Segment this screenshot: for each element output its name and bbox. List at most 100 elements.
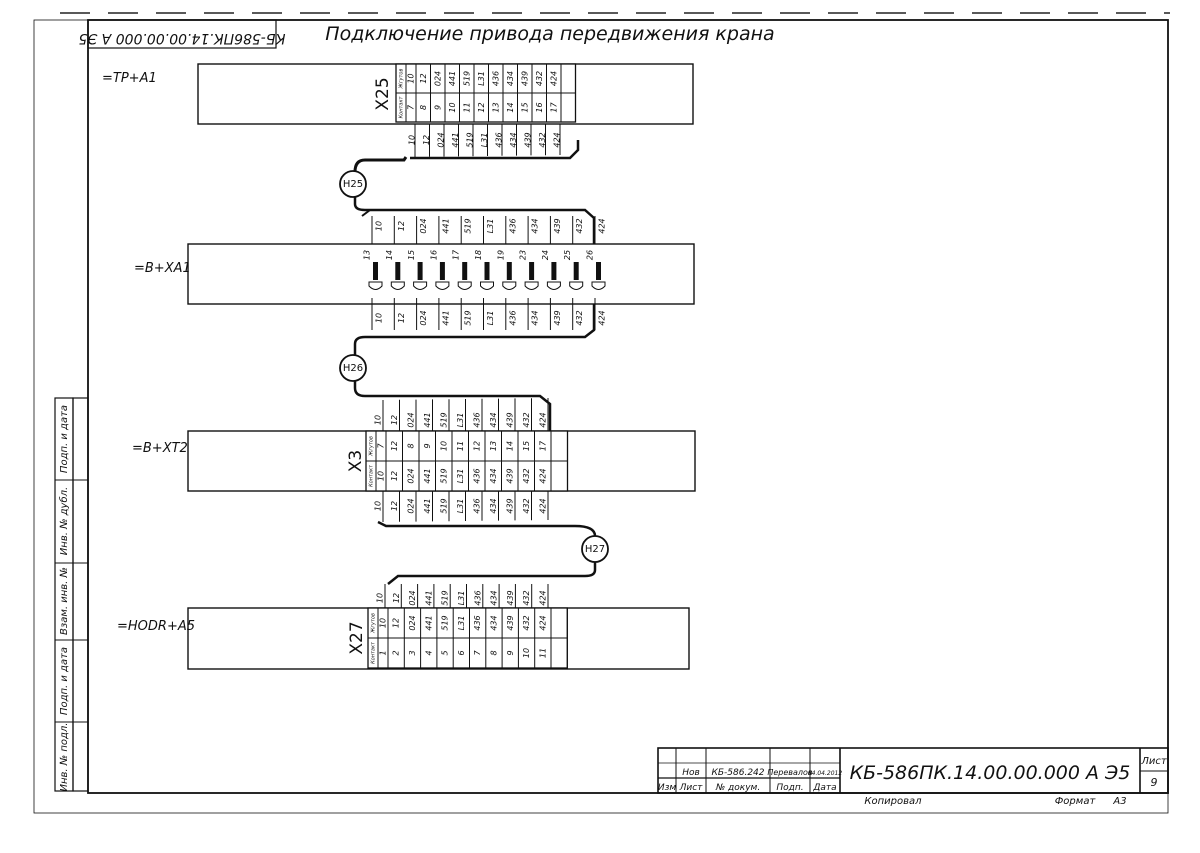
device-label-hodr-a5: =HODR+A5: [117, 619, 195, 634]
trunk-xa1-bottom: [353, 304, 596, 356]
svg-text:H26: H26: [343, 363, 363, 374]
xa1-terminal-number: 25: [563, 250, 572, 260]
x27-header-top: Жгутов: [371, 613, 377, 634]
x27-wire-label: 024: [408, 590, 417, 605]
x3-wire-top-label: 434: [489, 412, 498, 427]
device-block-b-xa1: [187, 243, 695, 305]
x3-header-bottom: Контакт: [369, 464, 375, 487]
x3-wire-bottom-label: 441: [423, 498, 432, 513]
x25-cell: 10: [407, 73, 416, 83]
x25-cell: 12: [477, 102, 486, 112]
x25-cell: 12: [419, 73, 428, 83]
xa1-wire-top-label: 436: [508, 218, 517, 233]
x25-cell: 16: [535, 102, 544, 112]
x27-cell: 432: [522, 615, 531, 630]
x3-cell: 13: [489, 441, 498, 451]
x27-cell: 6: [457, 650, 466, 655]
trunk-x3-bottom: [377, 520, 597, 537]
xa1-terminal-number: 16: [429, 250, 438, 260]
x3-wire-top-label: 424: [539, 412, 548, 427]
xa1-wire-top-label: 519: [464, 218, 473, 233]
x25-cell: 436: [491, 71, 500, 86]
x25-wire-label: 439: [524, 132, 533, 147]
xa1-terminal-cup: [457, 281, 472, 290]
x25-wire-label: 441: [451, 132, 460, 147]
x3-wire-bottom-label: 519: [440, 498, 449, 513]
trunk-h25-bottom: [353, 197, 596, 244]
strip-label-1: Подп. и дата: [59, 405, 70, 473]
header-izm: Изм: [658, 783, 677, 793]
x27-cell: 9: [506, 650, 515, 655]
harness-label-h26: H26: [339, 354, 367, 382]
revision-label: Нов: [682, 768, 700, 778]
xa1-wire-top-label: 10: [375, 221, 384, 231]
xa1-terminal-cup: [435, 281, 450, 290]
xa1-wire-bottom-label: 434: [531, 310, 540, 325]
x27-wire-label: 519: [441, 590, 450, 605]
x27-cell: L31: [457, 616, 466, 631]
xa1-wire-bottom-label: 441: [441, 310, 450, 325]
xa1-terminal-number: 18: [474, 250, 483, 260]
left-margin-strip: Подп. и дата Инв. № дубл. Взам. инв. № П…: [54, 397, 89, 792]
x3-cell: 12: [390, 471, 399, 481]
x25-wire-label: L31: [480, 133, 489, 148]
xa1-terminal-number: 23: [519, 250, 528, 260]
xa1-terminal-cup: [368, 281, 383, 290]
x25-cell: 424: [549, 71, 558, 86]
x3-cell: 17: [538, 440, 547, 451]
x25-cell: 14: [506, 102, 515, 112]
x27-cell: 1: [379, 650, 388, 655]
xa1-terminal-cup: [390, 281, 405, 290]
x3-cell: L31: [456, 469, 465, 484]
xa1-terminal-cup: [502, 281, 517, 290]
xa1-wire-top-label: L31: [486, 219, 495, 234]
x27-header-bottom: Контакт: [371, 641, 377, 664]
x27-wire-label: 441: [424, 590, 433, 605]
x3-cell: 024: [406, 468, 415, 483]
x27-cell: 3: [408, 650, 417, 655]
x3-wire-top-label: 436: [473, 412, 482, 427]
x25-cell: 432: [535, 71, 544, 86]
x3-cell: 11: [456, 441, 465, 451]
x3-wire-bottom-label: L31: [456, 499, 465, 514]
trunk-x25-top: [353, 156, 408, 173]
x27-cell: 4: [424, 650, 433, 655]
x3-cell: 441: [423, 468, 432, 483]
xa1-terminal-cup: [524, 281, 539, 290]
x3-wire-top-label: 024: [407, 412, 416, 427]
xa1-terminal-body: [596, 262, 601, 280]
x3-cell: 434: [489, 468, 498, 483]
x3-wire-top-label: 439: [506, 412, 515, 427]
x25-cell: 024: [433, 71, 442, 86]
x27-cell: 10: [379, 618, 388, 628]
x25-cell: 10: [448, 102, 457, 112]
xa1-wire-bottom-label: 10: [375, 313, 384, 323]
x3-wire-top-label: 432: [522, 412, 531, 427]
x25-cell: 434: [506, 71, 515, 86]
x3-wire-bottom-label: 12: [390, 501, 399, 511]
xa1-terminal-body: [395, 262, 401, 280]
generated-schematic: ЖгутовКонтакт10712802494411051911L311243…: [353, 63, 607, 669]
x25-cell: 9: [433, 105, 442, 110]
xa1-wire-bottom-label: L31: [486, 311, 495, 326]
x27-wire-label: 439: [506, 590, 515, 605]
xa1-terminal-number: 26: [586, 250, 595, 260]
xa1-terminal-body: [484, 262, 490, 280]
xa1-terminal-cup: [480, 281, 494, 290]
x25-wire-label: 10: [408, 135, 417, 145]
x3-cell: 14: [505, 441, 514, 451]
x3-wire-top-label: 12: [390, 415, 399, 425]
sheet-label: Лист: [1140, 756, 1168, 767]
x25-cell: 519: [462, 71, 471, 86]
format-value: А3: [1112, 796, 1126, 807]
x3-cell: 432: [522, 468, 531, 483]
x25-wire-label: 12: [422, 135, 431, 145]
xa1-top-corner: [361, 209, 371, 217]
x27-cell: 2: [392, 650, 401, 655]
corner-stamp-text: КБ-586ПК.14.00.00.000 А Э5: [78, 30, 285, 46]
xa1-terminal-cup: [591, 281, 606, 290]
x3-wire-top-label: L31: [456, 413, 465, 428]
xa1-terminal-number: 19: [496, 250, 505, 260]
xa1-terminal-number: 15: [407, 250, 416, 260]
device-label-tp-a1: =TP+A1: [102, 71, 157, 86]
